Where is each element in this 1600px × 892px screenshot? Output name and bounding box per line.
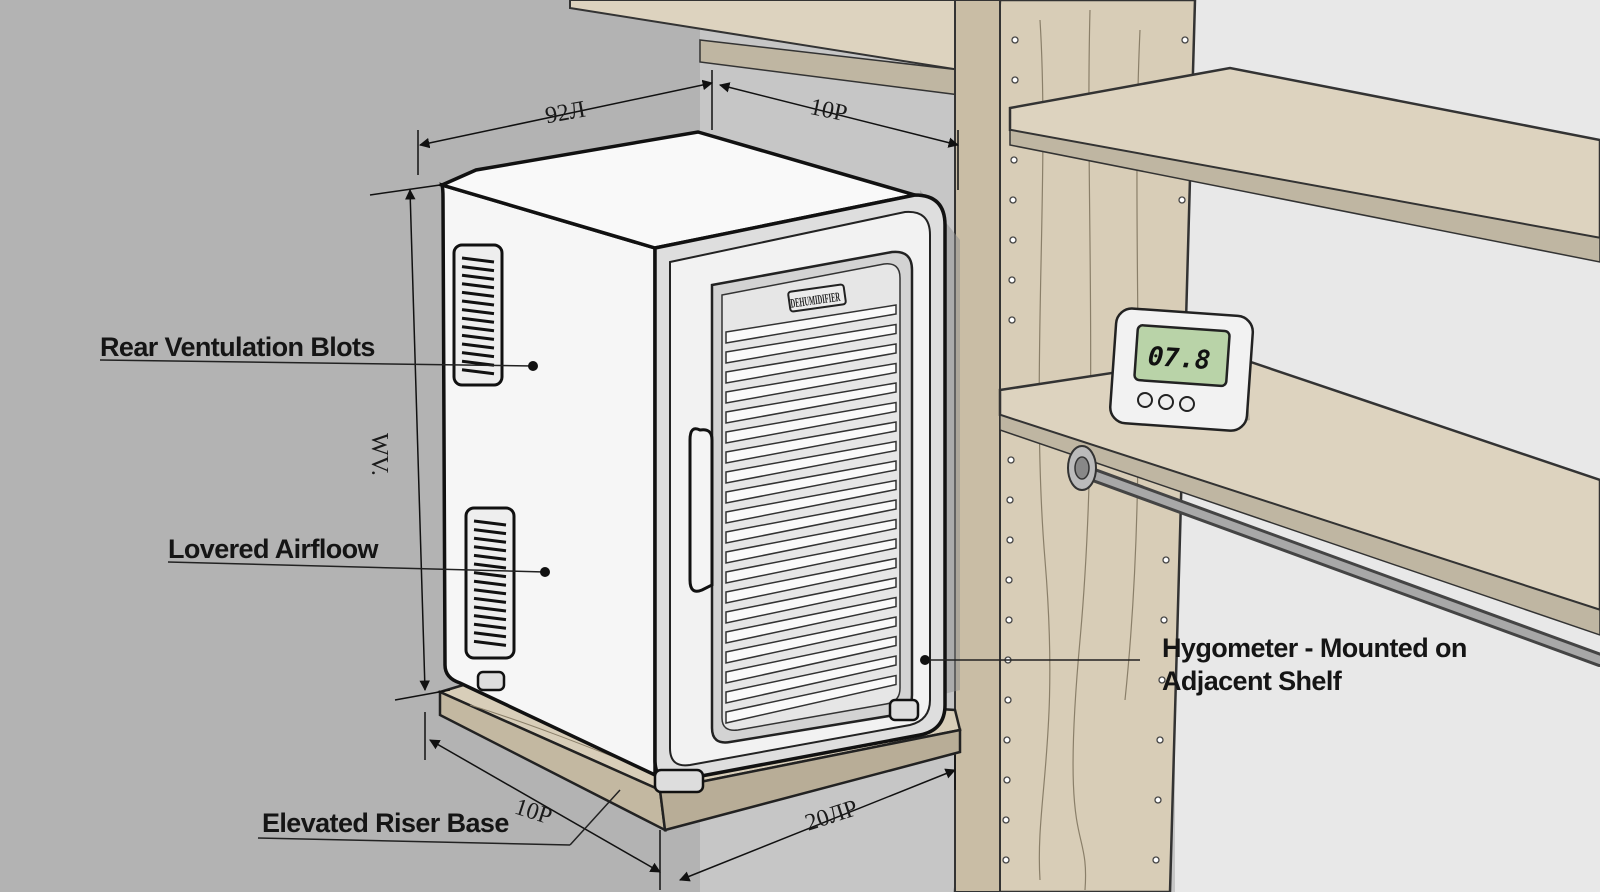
louver-slat <box>725 557 897 604</box>
dimension-lines <box>369 70 960 890</box>
louver-slat <box>725 343 897 384</box>
grille-bar <box>473 528 507 536</box>
label-riser-base: Elevated Riser Base <box>262 808 509 838</box>
grille-bar <box>473 605 507 613</box>
grille-bar <box>461 351 495 359</box>
label-hygrometer: Hygometer - Mounted on Adjacent Shelf <box>1162 632 1467 698</box>
dim-side-height: WV. <box>366 433 392 476</box>
grille-bar <box>461 316 495 324</box>
grille-bar <box>461 256 495 264</box>
louver-slat <box>725 479 897 524</box>
grille-bar <box>473 562 507 570</box>
louver-slat <box>725 401 897 444</box>
grille-bar <box>473 519 507 527</box>
label-hygrometer-line2: Adjacent Shelf <box>1162 666 1342 696</box>
dehumidifier-unit <box>436 130 960 794</box>
label-hygrometer-line1: Hygometer - Mounted on <box>1162 633 1467 663</box>
louver-slat <box>725 440 897 484</box>
grille-bar <box>473 588 507 596</box>
louver-slat <box>725 304 897 344</box>
hygrometer-shelf-edge <box>999 390 1600 636</box>
louver-slat <box>725 323 897 364</box>
louver-slat <box>725 362 897 404</box>
grille-bar <box>461 333 495 341</box>
grille-bar <box>461 273 495 281</box>
hygrometer-readout: 07.8 <box>1147 342 1212 376</box>
leader-dot-icon <box>528 361 930 665</box>
label-louvered-airflow: Lovered Airfloow <box>168 534 379 564</box>
label-rear-ventilation: Rear Ventulation Blots <box>100 332 375 362</box>
louver-slat <box>725 655 897 704</box>
louver-slat <box>725 460 897 504</box>
brand-plate: DEHUMIDIFIER <box>789 289 841 311</box>
grille-bar <box>461 359 495 367</box>
grille-bar <box>473 579 507 587</box>
louver-slat <box>725 382 897 424</box>
upper-right-shelf-edge <box>1009 108 1600 263</box>
grille-bar <box>473 545 507 553</box>
grille-bar <box>473 536 507 544</box>
grille-bar <box>473 553 507 561</box>
vent-grille-lower <box>464 506 516 660</box>
grille-bar <box>473 571 507 579</box>
louver-slat <box>725 596 897 644</box>
louver-slat <box>725 538 897 584</box>
grille-bar <box>461 290 495 298</box>
grille-bar <box>461 342 495 350</box>
grille-bar <box>461 325 495 333</box>
grille-bar <box>461 282 495 290</box>
callout-leaders <box>99 359 1140 846</box>
louver-slat <box>725 499 897 544</box>
grille-bar <box>473 639 507 647</box>
grille-bar <box>461 368 495 376</box>
grille-bar <box>473 631 507 639</box>
louver-slat <box>725 421 897 464</box>
louver-slat <box>725 635 897 684</box>
grille-bar <box>473 614 507 622</box>
grille-bar <box>461 299 495 307</box>
louver-slat <box>725 674 897 724</box>
vent-grille-icon <box>452 243 504 387</box>
closet-upright-side <box>954 0 1001 892</box>
louver-slat <box>725 577 897 624</box>
front-louvers <box>725 304 897 724</box>
grille-bar <box>461 265 495 273</box>
grille-bar <box>473 622 507 630</box>
grille-bar <box>461 308 495 316</box>
louver-slat <box>725 518 897 564</box>
louver-slat <box>725 616 897 664</box>
hanging-rod <box>1067 445 1600 667</box>
hygrometer-icon <box>1109 307 1255 432</box>
grille-bar <box>473 596 507 604</box>
